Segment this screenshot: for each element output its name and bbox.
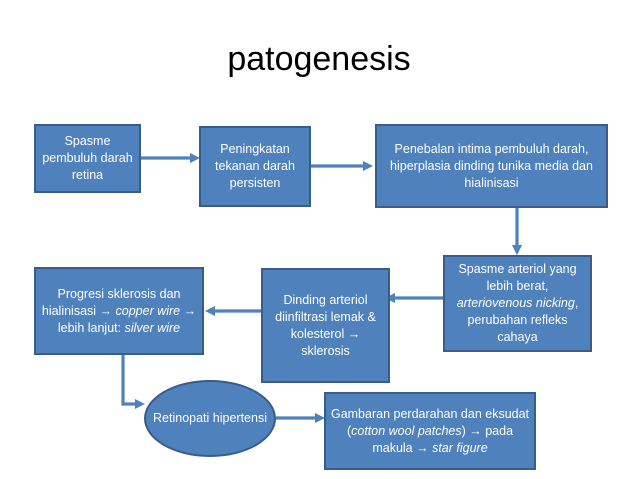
node-gambaran-perdarahan: Gambaran perdarahan dan eksudat (cotton … [324, 392, 536, 470]
node-gambaran-text-1: Gambaran perdarahan dan eksudat ( [330, 406, 530, 438]
node-spasme-pembuluh: Spasme pembuluh darah retina [34, 124, 141, 193]
node-dinding-arteriol-label: Dinding arteriol diinfiltrasi lemak & ko… [275, 292, 376, 358]
arrow-progresi-to-retinopati [121, 355, 146, 410]
node-spasme-arteriol-text-2: , perubahan refleks cahaya [467, 296, 579, 344]
node-progresi-sklerosis-label: Progresi sklerosis dan hialinisasi → cop… [40, 286, 198, 337]
node-dinding-arteriol: Dinding arteriol diinfiltrasi lemak & ko… [261, 268, 390, 383]
node-progresi-sklerosis: Progresi sklerosis dan hialinisasi → cop… [34, 267, 204, 355]
node-retinopati-hipertensi-label: Retinopati hipertensi [153, 411, 267, 425]
node-gambaran-italic-2: star figure [432, 440, 488, 455]
node-gambaran-italic-1: cotton wool patches [351, 423, 462, 438]
page-title: patogenesis [227, 40, 411, 78]
node-gambaran-perdarahan-label: Gambaran perdarahan dan eksudat (cotton … [330, 406, 530, 457]
node-spasme-arteriol-text-1: Spasme arteriol yang lebih berat, [458, 262, 577, 293]
node-progresi-text-1: Progresi sklerosis dan hialinisasi → [41, 286, 181, 318]
node-spasme-arteriol-label: Spasme arteriol yang lebih berat, arteri… [449, 261, 586, 346]
node-progresi-italic-1: copper wire [115, 303, 181, 318]
node-gambaran-text-2: ) → pada makula → [372, 423, 514, 455]
node-penebalan-intima-label: Penebalan intima pembuluh darah, hiperpl… [390, 141, 593, 190]
node-penebalan-intima: Penebalan intima pembuluh darah, hiperpl… [375, 124, 608, 208]
node-progresi-italic-2: silver wire [124, 320, 181, 335]
node-spasme-pembuluh-label: Spasme pembuluh darah retina [42, 134, 133, 182]
node-progresi-text-2: → lebih lanjut: [57, 303, 197, 335]
node-retinopati-hipertensi: Retinopati hipertensi [144, 380, 276, 457]
node-peningkatan-tekanan-label: Peningkatan tekanan darah persisten [215, 142, 295, 190]
node-spasme-arteriol: Spasme arteriol yang lebih berat, arteri… [443, 255, 592, 352]
node-spasme-arteriol-italic: arteriovenous nicking [456, 296, 575, 310]
node-peningkatan-tekanan: Peningkatan tekanan darah persisten [199, 126, 311, 207]
